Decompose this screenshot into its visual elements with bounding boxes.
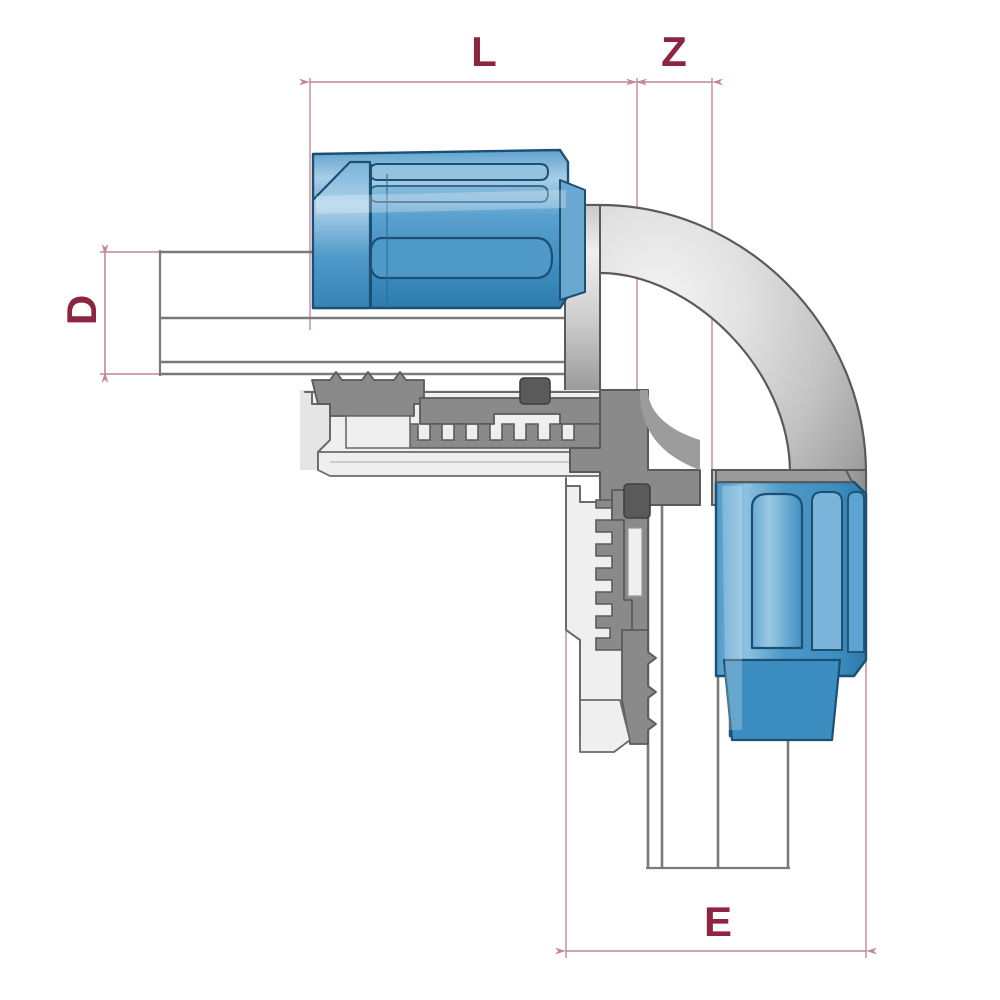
vertical-section-internals <box>565 477 657 753</box>
upper-nut-highlight <box>316 190 566 214</box>
lower-nut-rib-left <box>750 492 804 650</box>
cavity-v <box>627 527 643 597</box>
dimension-lines <box>101 78 877 955</box>
dimension-label-L: L <box>471 28 497 75</box>
grip-ring-horizontal <box>311 371 425 417</box>
lower-nut-top-collar <box>715 469 853 483</box>
nut-tail-h <box>317 451 601 477</box>
upper-nut-right-collar <box>559 179 586 301</box>
upper-nut-rib-top <box>368 163 550 181</box>
inner-step-h <box>345 415 411 449</box>
lower-compression-nut <box>714 469 868 742</box>
upper-nut-rib-low <box>368 236 554 280</box>
grip-ring-vertical <box>621 629 657 745</box>
dimension-label-D: D <box>58 295 105 325</box>
o-ring-seal-horizontal <box>519 377 551 405</box>
upper-compression-nut <box>311 148 586 310</box>
lower-nut-highlight <box>722 486 742 730</box>
corner-fillet <box>600 390 700 470</box>
lower-nut-skirt <box>722 658 842 742</box>
dimension-label-Z: Z <box>661 28 687 75</box>
lower-nut-rib-centre <box>811 491 843 651</box>
o-ring-seal-vertical <box>623 483 651 519</box>
horizontal-section-internals <box>300 371 640 477</box>
dimension-label-E: E <box>704 898 732 945</box>
thread-profile-h <box>409 423 601 449</box>
nut-tail-v <box>579 699 631 753</box>
lower-nut-rib-right <box>847 491 865 653</box>
